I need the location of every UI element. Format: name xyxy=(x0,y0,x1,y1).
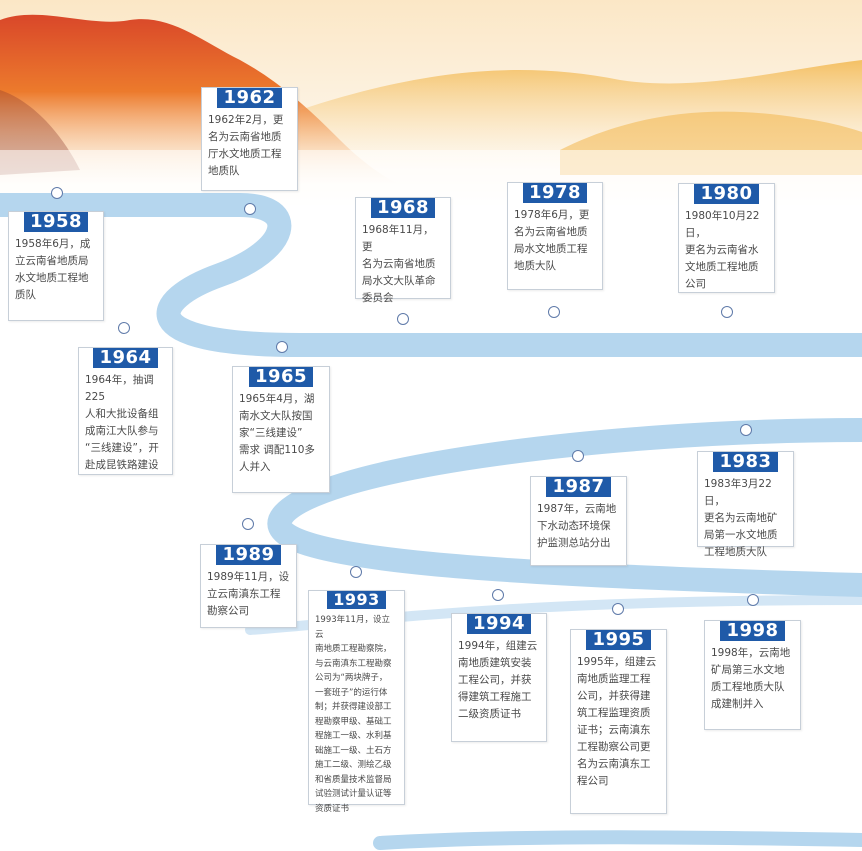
year-badge-1995: 1995 xyxy=(586,630,651,650)
river-path xyxy=(0,193,862,850)
milestone-card-1965: 1965 1965年4月，湖 南水文大队按国 家“三线建设” 需求 调配110多… xyxy=(232,366,330,493)
milestone-card-1993: 1993 1993年11月，设立云 南地质工程勘察院， 与云南滇东工程勘察 公司… xyxy=(308,590,405,814)
milestone-card-1964: 1964 1964年，抽调225 人和大批设备组 成南江大队参与 “三线建设”，… xyxy=(78,347,173,475)
milestone-card-1958: 1958 1958年6月，成 立云南省地质局 水文地质工程地 质队 xyxy=(8,211,104,321)
milestone-text-1998: 1998年，云南地 矿局第三水文地 质工程地质大队 成建制并入 xyxy=(711,647,791,710)
milestone-card-1962: 1962 1962年2月，更 名为云南省地质 厅水文地质工程 地质队 xyxy=(201,87,298,191)
year-badge-1980: 1980 xyxy=(694,184,759,204)
timeline-marker-1989 xyxy=(242,518,254,530)
milestone-text-1980: 1980年10月22日， 更名为云南省水 文地质工程地质 公司 xyxy=(685,210,760,290)
milestone-text-1962: 1962年2月，更 名为云南省地质 厅水文地质工程 地质队 xyxy=(208,114,284,177)
milestone-text-1993: 1993年11月，设立云 南地质工程勘察院， 与云南滇东工程勘察 公司为“两块牌… xyxy=(315,615,392,814)
year-badge-1958: 1958 xyxy=(23,212,89,232)
milestone-text-1978: 1978年6月，更 名为云南省地质 局水文地质工程 地质大队 xyxy=(514,209,590,272)
year-badge-1965: 1965 xyxy=(248,367,314,387)
year-badge-1998: 1998 xyxy=(720,621,785,641)
milestone-card-1987: 1987 1987年，云南地 下水动态环境保 护监测总站分出 xyxy=(530,476,627,566)
milestone-card-1983: 1983 1983年3月22日， 更名为云南地矿 局第一水文地质 工程地质大队 xyxy=(697,451,794,558)
timeline-marker-1968 xyxy=(397,313,409,325)
milestone-card-1994: 1994 1994年，组建云 南地质建筑安装 工程公司，并获 得建筑工程施工 二… xyxy=(451,613,547,742)
milestone-text-1958: 1958年6月，成 立云南省地质局 水文地质工程地 质队 xyxy=(15,238,91,301)
year-badge-1989: 1989 xyxy=(216,545,281,565)
timeline-marker-1987 xyxy=(572,450,584,462)
milestone-text-1965: 1965年4月，湖 南水文大队按国 家“三线建设” 需求 调配110多 人并入 xyxy=(239,393,315,473)
timeline-marker-1998 xyxy=(747,594,759,606)
timeline-marker-1965 xyxy=(276,341,288,353)
timeline-marker-1994 xyxy=(492,589,504,601)
milestone-card-1995: 1995 1995年，组建云 南地质监理工程 公司，并获得建 筑工程监理资质 证… xyxy=(570,629,667,814)
milestone-text-1994: 1994年，组建云 南地质建筑安装 工程公司，并获 得建筑工程施工 二级资质证书 xyxy=(458,640,538,720)
milestone-card-1998: 1998 1998年，云南地 矿局第三水文地 质工程地质大队 成建制并入 xyxy=(704,620,801,730)
timeline-marker-1983 xyxy=(740,424,752,436)
year-badge-1962: 1962 xyxy=(217,88,282,108)
timeline-marker-1964 xyxy=(118,322,130,334)
milestone-card-1978: 1978 1978年6月，更 名为云南省地质 局水文地质工程 地质大队 xyxy=(507,182,603,290)
timeline-marker-1980 xyxy=(721,306,733,318)
timeline-marker-1993 xyxy=(350,566,362,578)
year-badge-1994: 1994 xyxy=(466,614,532,634)
timeline-marker-1962 xyxy=(244,203,256,215)
milestone-text-1995: 1995年，组建云 南地质监理工程 公司，并获得建 筑工程监理资质 证书；云南滇… xyxy=(577,656,657,787)
red-mountain xyxy=(0,14,400,185)
year-badge-1987: 1987 xyxy=(546,477,611,497)
milestone-text-1987: 1987年，云南地 下水动态环境保 护监测总站分出 xyxy=(537,503,617,549)
milestone-card-1968: 1968 1968年11月，更 名为云南省地质 局水文大队革命 委员会 xyxy=(355,197,451,304)
year-badge-1983: 1983 xyxy=(713,452,778,472)
year-badge-1978: 1978 xyxy=(522,183,588,203)
milestone-text-1964: 1964年，抽调225 人和大批设备组 成南江大队参与 “三线建设”，开 赴成昆… xyxy=(85,374,159,471)
milestone-card-1989: 1989 1989年11月，设 立云南滇东工程 勘察公司 xyxy=(200,544,297,628)
year-badge-1968: 1968 xyxy=(370,198,436,218)
timeline-marker-1958 xyxy=(51,187,63,199)
milestone-text-1983: 1983年3月22日， 更名为云南地矿 局第一水文地质 工程地质大队 xyxy=(704,478,778,558)
timeline-marker-1978 xyxy=(548,306,560,318)
milestone-text-1968: 1968年11月，更 名为云南省地质 局水文大队革命 委员会 xyxy=(362,224,436,304)
timeline-marker-1995 xyxy=(612,603,624,615)
milestone-text-1989: 1989年11月，设 立云南滇东工程 勘察公司 xyxy=(207,571,290,617)
year-badge-1993: 1993 xyxy=(327,591,386,609)
year-badge-1964: 1964 xyxy=(93,348,158,368)
milestone-card-1980: 1980 1980年10月22日， 更名为云南省水 文地质工程地质 公司 xyxy=(678,183,775,293)
